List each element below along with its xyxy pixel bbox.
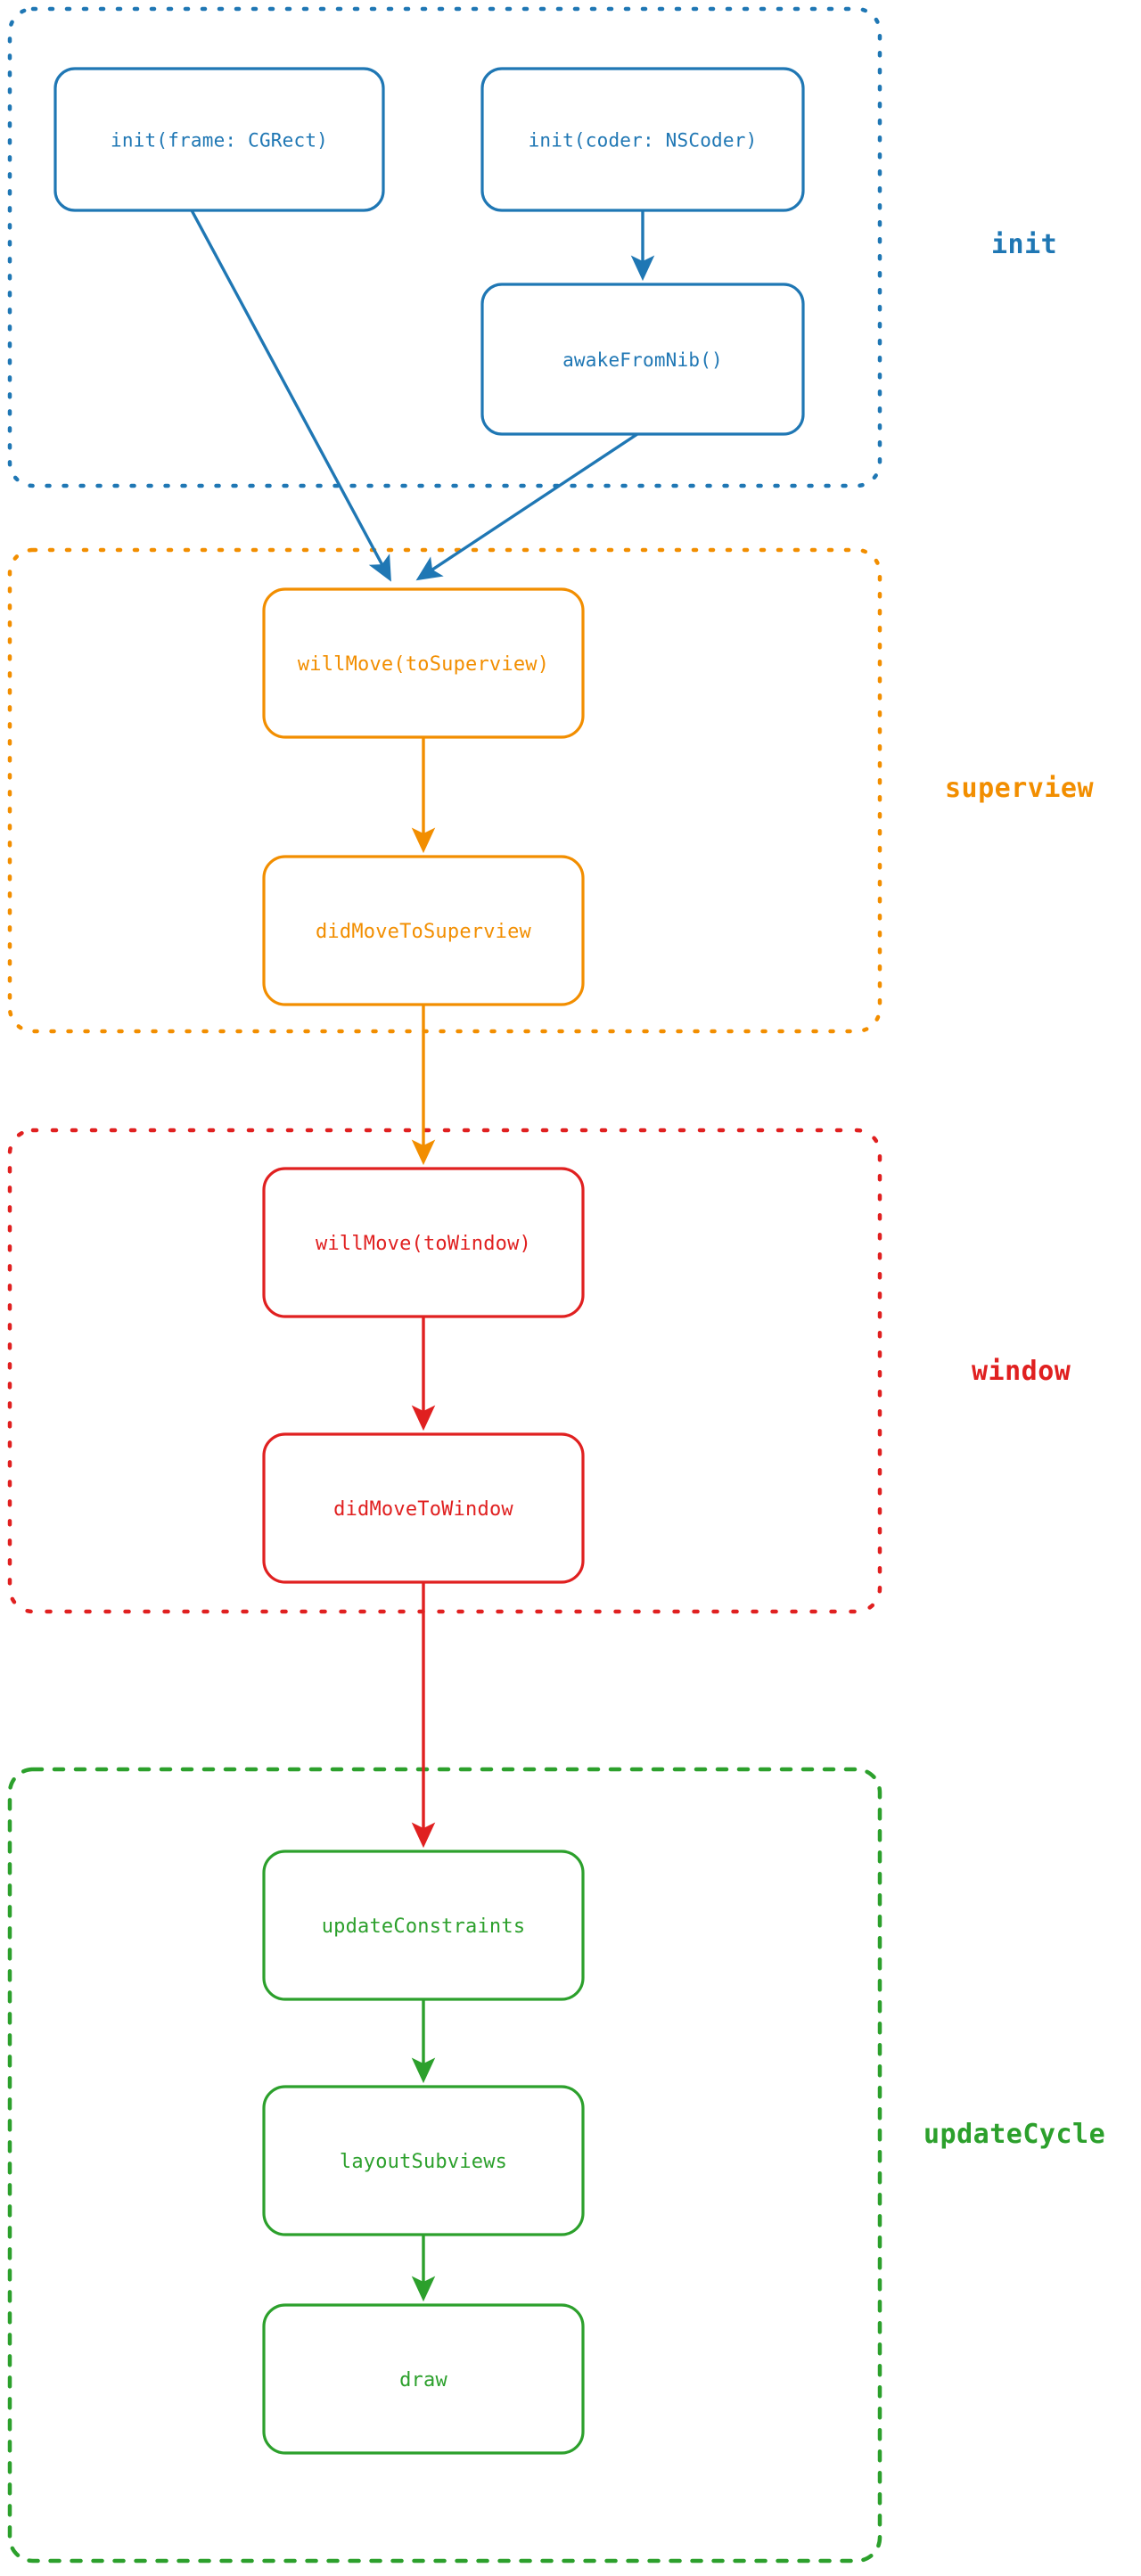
node-will-move-to-superview[interactable]: willMove(toSuperview) xyxy=(262,587,585,739)
node-box-init-coder[interactable] xyxy=(480,67,805,212)
node-draw[interactable]: draw xyxy=(262,2303,585,2455)
node-box-did-move-to-window[interactable] xyxy=(262,1432,585,1584)
node-box-draw[interactable] xyxy=(262,2303,585,2455)
group-label-window: window xyxy=(972,1356,1071,1387)
group-container-updateCycle xyxy=(7,1767,882,2564)
node-label-layout-subviews: layoutSubviews xyxy=(340,2151,507,2173)
node-will-move-to-window[interactable]: willMove(toWindow) xyxy=(262,1167,585,1318)
node-did-move-to-superview[interactable]: didMoveToSuperview xyxy=(262,855,585,1006)
node-label-did-move-to-superview: didMoveToSuperview xyxy=(316,921,532,943)
node-box-will-move-to-superview[interactable] xyxy=(262,587,585,739)
node-label-awake-from-nib: awakeFromNib() xyxy=(562,349,723,371)
node-init-coder[interactable]: init(coder: NSCoder) xyxy=(480,67,805,212)
node-label-will-move-to-superview: willMove(toSuperview) xyxy=(298,653,549,676)
node-box-init-frame[interactable] xyxy=(53,67,385,212)
node-update-constraints[interactable]: updateConstraints xyxy=(262,1850,585,2001)
node-label-init-frame: init(frame: CGRect) xyxy=(111,130,328,152)
nodes: init(frame: CGRect) init(coder: NSCoder) a… xyxy=(53,67,805,2455)
node-label-init-coder: init(coder: NSCoder) xyxy=(529,130,758,152)
edges xyxy=(190,209,655,2302)
edge-initframe-to-willmovesuperview xyxy=(190,209,391,582)
node-did-move-to-window[interactable]: didMoveToWindow xyxy=(262,1432,585,1584)
node-box-will-move-to-window[interactable] xyxy=(262,1167,585,1318)
node-box-update-constraints[interactable] xyxy=(262,1850,585,2001)
node-init-frame[interactable]: init(frame: CGRect) xyxy=(53,67,385,212)
group-label-updateCycle: updateCycle xyxy=(923,2119,1105,2150)
node-label-will-move-to-window: willMove(toWindow) xyxy=(316,1233,531,1255)
group-label-init: init xyxy=(991,229,1057,260)
node-layout-subviews[interactable]: layoutSubviews xyxy=(262,2085,585,2236)
group-label-superview: superview xyxy=(945,773,1094,804)
group-containers xyxy=(7,6,882,2564)
node-box-awake-from-nib[interactable] xyxy=(480,283,805,436)
edge-awake-to-willmovesuperview xyxy=(415,432,638,581)
group-container-superview xyxy=(7,547,882,1034)
node-box-did-move-to-superview[interactable] xyxy=(262,855,585,1006)
node-awake-from-nib[interactable]: awakeFromNib() xyxy=(480,283,805,436)
node-box-layout-subviews[interactable] xyxy=(262,2085,585,2236)
node-label-draw: draw xyxy=(399,2369,447,2391)
node-label-update-constraints: updateConstraints xyxy=(322,1916,526,1938)
group-container-window xyxy=(7,1128,882,1614)
group-labels: init superview window updateCycle xyxy=(923,229,1105,2150)
node-label-did-move-to-window: didMoveToWindow xyxy=(333,1498,513,1521)
